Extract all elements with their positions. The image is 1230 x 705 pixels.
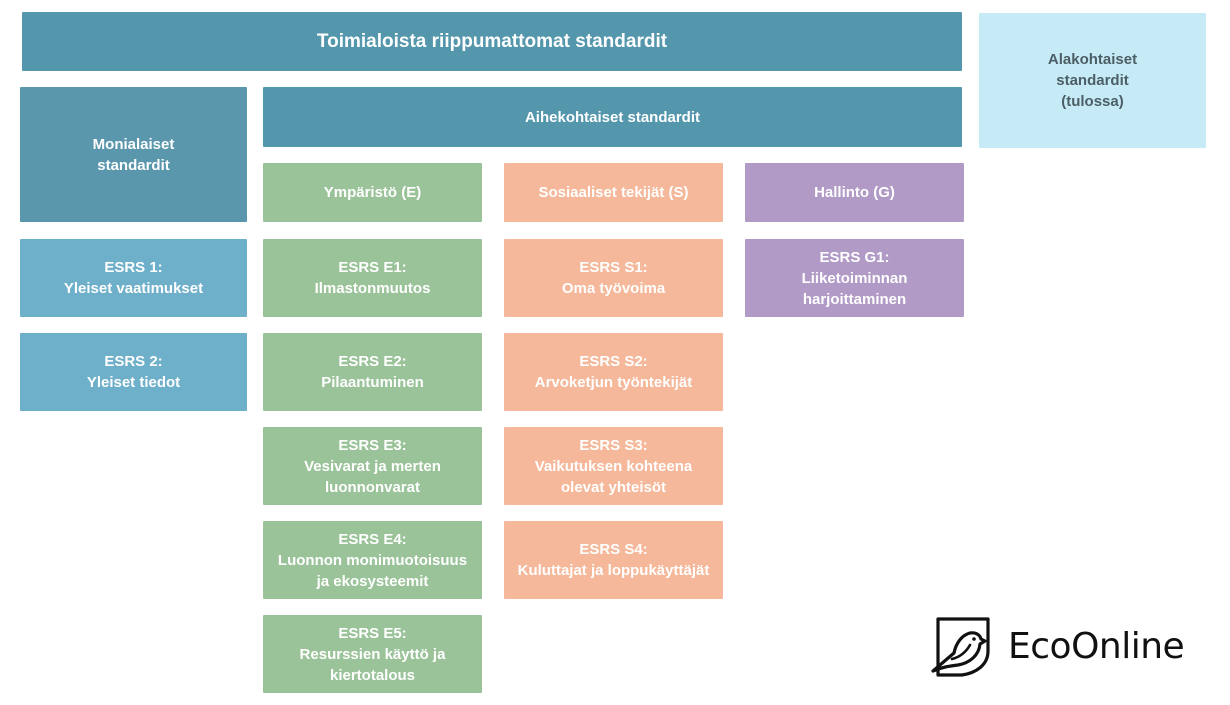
ecoonline-logo: EcoOnline bbox=[930, 614, 1185, 678]
environment-label: Ympäristö (E) bbox=[323, 184, 422, 201]
esrs-s4-label: ESRS S4: Kuluttajat ja loppukäyttäjät bbox=[517, 541, 710, 579]
esrs-2-label: ESRS 2: Yleiset tiedot bbox=[86, 353, 181, 391]
bird-shield-icon bbox=[931, 617, 990, 677]
esrs-e3-box: ESRS E3: Vesivarat ja merten luonnonvara… bbox=[263, 427, 482, 505]
esrs-s1-box: ESRS S1: Oma työvoima bbox=[504, 239, 723, 317]
esrs-2-box: ESRS 2: Yleiset tiedot bbox=[20, 333, 247, 411]
esrs-e2-box: ESRS E2: Pilaantuminen bbox=[263, 333, 482, 411]
governance-label: Hallinto (G) bbox=[814, 184, 895, 201]
cross-cutting-header: Monialaiset standardit bbox=[20, 87, 247, 222]
esrs-e3-label: ESRS E3: Vesivarat ja merten luonnonvara… bbox=[304, 436, 441, 496]
sector-specific-box: Alakohtaiset standardit (tulossa) bbox=[979, 13, 1206, 148]
social-header: Sosiaaliset tekijät (S) bbox=[504, 163, 723, 222]
esrs-e5-label: ESRS E5: Resurssien käyttö ja kiertotalo… bbox=[299, 624, 446, 684]
esrs-g1-label: ESRS G1: Liiketoiminnan harjoittaminen bbox=[801, 248, 908, 308]
social-label: Sosiaaliset tekijät (S) bbox=[538, 184, 689, 201]
esrs-s1-label: ESRS S1: Oma työvoima bbox=[561, 259, 666, 297]
governance-header: Hallinto (G) bbox=[745, 163, 964, 222]
industry-agnostic-header: Toimialoista riippumattomat standardit bbox=[22, 12, 962, 71]
esrs-e1-label: ESRS E1: Ilmastonmuutos bbox=[314, 259, 431, 297]
logo-text: EcoOnline bbox=[1008, 625, 1185, 667]
esrs-s3-label: ESRS S3: Vaikutuksen kohteena olevat yht… bbox=[534, 436, 693, 496]
esrs-e1-box: ESRS E1: Ilmastonmuutos bbox=[263, 239, 482, 317]
esrs-s2-box: ESRS S2: Arvoketjun työntekijät bbox=[504, 333, 723, 411]
esrs-e2-label: ESRS E2: Pilaantuminen bbox=[321, 353, 424, 391]
esrs-e4-label: ESRS E4: Luonnon monimuotoisuus ja ekosy… bbox=[277, 530, 468, 590]
sector-specific-label: Alakohtaiset standardit (tulossa) bbox=[1047, 51, 1138, 110]
esrs-s3-box: ESRS S3: Vaikutuksen kohteena olevat yht… bbox=[504, 427, 723, 505]
topical-header: Aihekohtaiset standardit bbox=[263, 87, 962, 147]
esrs-1-box: ESRS 1: Yleiset vaatimukset bbox=[20, 239, 247, 317]
esrs-e4-box: ESRS E4: Luonnon monimuotoisuus ja ekosy… bbox=[263, 521, 482, 599]
esrs-s4-box: ESRS S4: Kuluttajat ja loppukäyttäjät bbox=[504, 521, 723, 599]
esrs-g1-box: ESRS G1: Liiketoiminnan harjoittaminen bbox=[745, 239, 964, 317]
esrs-s2-label: ESRS S2: Arvoketjun työntekijät bbox=[534, 353, 693, 391]
esrs-1-label: ESRS 1: Yleiset vaatimukset bbox=[63, 259, 204, 297]
topical-label: Aihekohtaiset standardit bbox=[524, 108, 701, 126]
esrs-e5-box: ESRS E5: Resurssien käyttö ja kiertotalo… bbox=[263, 615, 482, 693]
cross-cutting-label: Monialaiset standardit bbox=[92, 135, 175, 174]
industry-agnostic-label: Toimialoista riippumattomat standardit bbox=[316, 31, 668, 52]
environment-header: Ympäristö (E) bbox=[263, 163, 482, 222]
